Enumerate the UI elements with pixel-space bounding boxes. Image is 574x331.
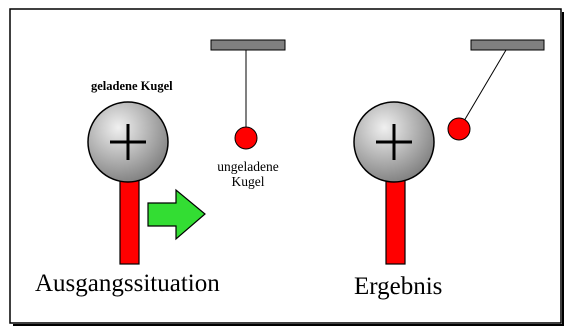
attracted-ball	[447, 117, 471, 141]
result-label: Ergebnis	[354, 273, 442, 300]
initial-situation-label: Ausgangssituation	[35, 270, 220, 297]
insulating-rod	[119, 175, 140, 265]
initial-situation-group: geladene Kugel ungeladene Kugel Ausgangs…	[35, 39, 286, 297]
plus-icon	[110, 124, 146, 160]
insulating-rod-result	[385, 175, 406, 265]
pendulum-thread-result	[463, 49, 507, 122]
support-bar-result	[470, 39, 545, 51]
uncharged-ball-label-line2: Kugel	[232, 174, 265, 189]
support-bar	[210, 39, 286, 51]
result-group: Ergebnis	[353, 39, 545, 300]
charged-ball-label: geladene Kugel	[91, 79, 173, 93]
uncharged-ball-label-line1: ungeladene	[217, 159, 278, 174]
right-arrow-icon	[147, 188, 206, 241]
plus-icon	[376, 124, 412, 160]
uncharged-ball	[234, 126, 258, 150]
